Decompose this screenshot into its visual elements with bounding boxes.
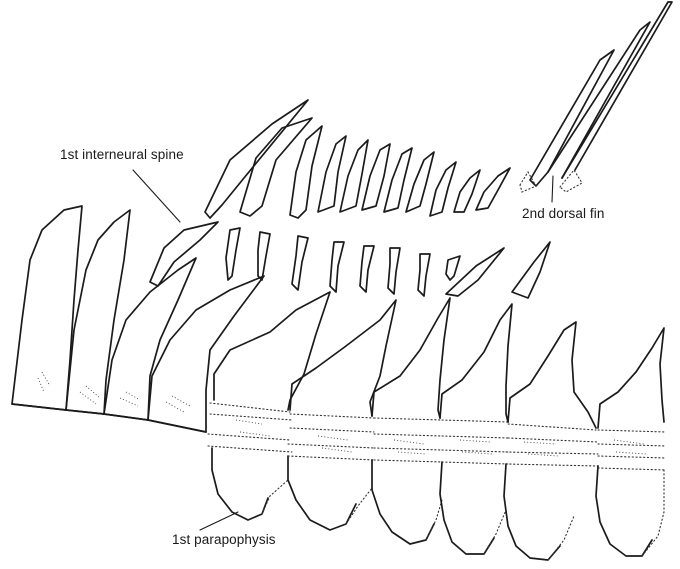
interneural-spine-label: 1st interneural spine [60,147,184,162]
dorsal-spine-bases [205,100,510,218]
parapophysis-label: 1st parapophysis [172,532,276,547]
label-leaders [200,176,553,530]
parapophysis-leader [200,512,238,530]
small-spines-row [226,228,550,298]
interneural-spine [133,170,218,286]
dorsal-fin-rays [520,2,672,192]
dorsal-fin-label: 2nd dorsal fin [522,206,604,221]
anterior-vertebrae [12,206,264,432]
dorsal-fin-leader [552,176,553,202]
posterior-vertebrae [208,292,666,560]
